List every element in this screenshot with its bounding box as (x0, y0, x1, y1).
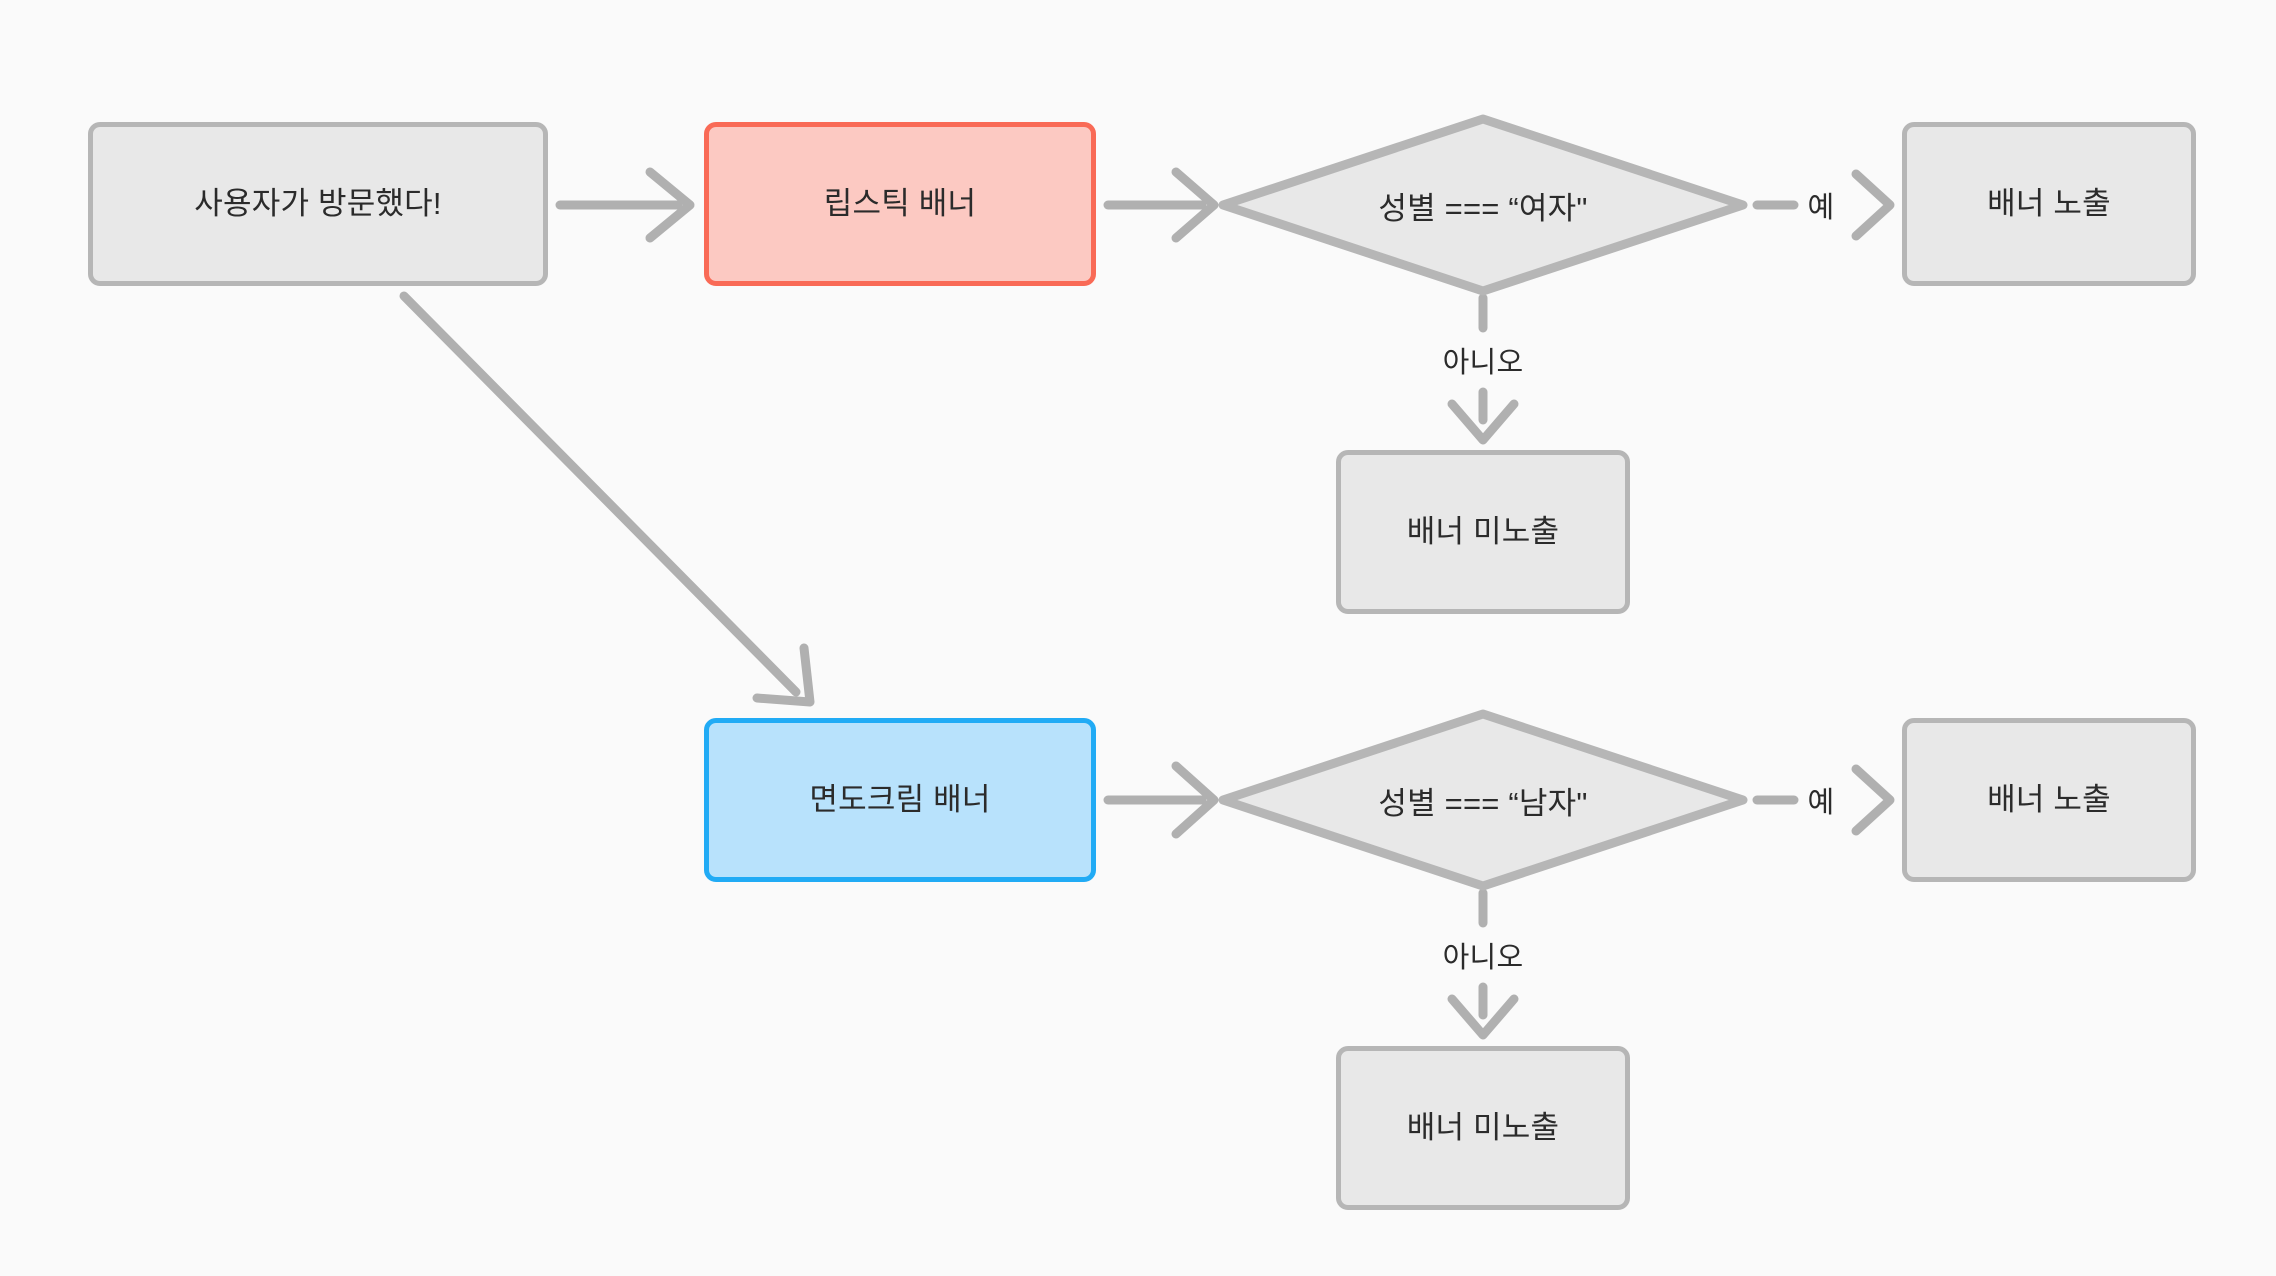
node-decision-female[interactable]: 성별 === “여자" (1216, 112, 1750, 298)
node-hide-banner-female[interactable]: 배너 미노출 (1336, 450, 1630, 614)
edge-lipstick-to-decision-female (1103, 167, 1219, 243)
node-shaving-cream-banner[interactable]: 면도크림 배너 (704, 718, 1096, 882)
edge-label-no-female: 아니오 (1442, 347, 1524, 379)
node-start[interactable]: 사용자가 방문했다! (88, 122, 548, 286)
edge-start-to-shaving-cream (399, 291, 815, 707)
diamond-shape-male (1218, 709, 1748, 891)
node-show-banner-male-label: 배너 노출 (1987, 781, 2111, 817)
node-show-banner-female-label: 배너 노출 (1987, 185, 2111, 221)
node-decision-male-label: 성별 === “남자" (1378, 785, 1588, 821)
edge-label-yes-female: 예 (1807, 192, 1835, 224)
node-hide-banner-male-label: 배너 미노출 (1406, 1109, 1560, 1145)
node-show-banner-female[interactable]: 배너 노출 (1902, 122, 2196, 286)
node-shaving-cream-banner-label: 면도크림 배너 (809, 781, 991, 817)
node-start-label: 사용자가 방문했다! (194, 185, 442, 221)
diamond-shape-female (1218, 114, 1748, 296)
node-lipstick-banner[interactable]: 립스틱 배너 (704, 122, 1096, 286)
edge-shaving-to-decision-male (1103, 761, 1219, 839)
edge-label-yes-male: 예 (1807, 787, 1835, 819)
node-decision-male[interactable]: 성별 === “남자" (1216, 707, 1750, 893)
node-hide-banner-male[interactable]: 배너 미노출 (1336, 1046, 1630, 1210)
edge-start-to-lipstick (555, 167, 695, 243)
node-lipstick-banner-label: 립스틱 배너 (823, 185, 977, 221)
node-show-banner-male[interactable]: 배너 노출 (1902, 718, 2196, 882)
edge-label-no-male: 아니오 (1442, 942, 1524, 974)
node-decision-female-label: 성별 === “여자" (1378, 190, 1588, 226)
node-hide-banner-female-label: 배너 미노출 (1406, 513, 1560, 549)
